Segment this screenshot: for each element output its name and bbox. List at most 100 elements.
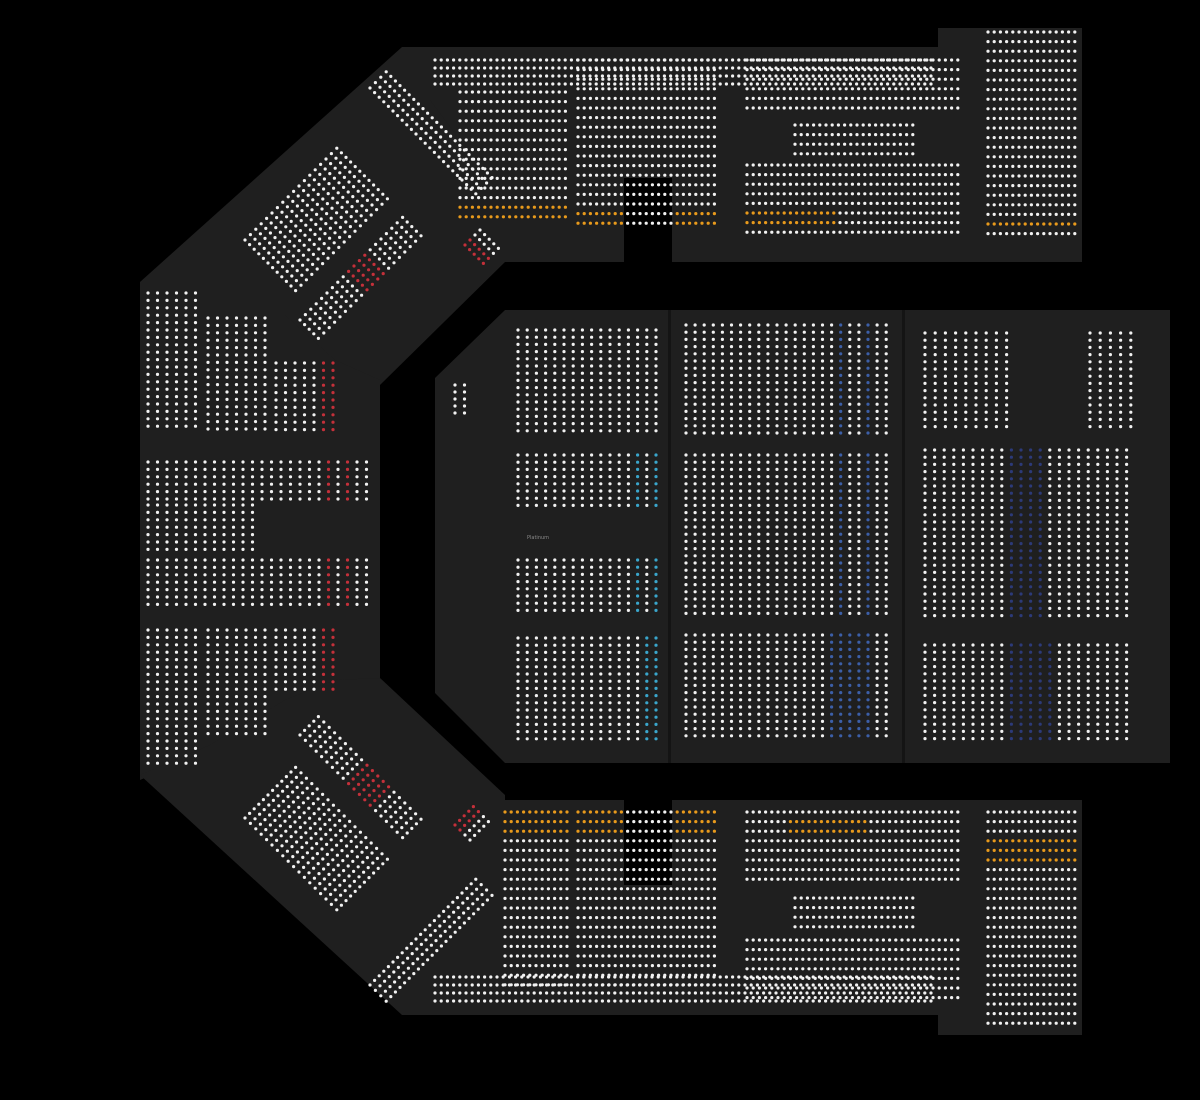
- circle-seat-icon[interactable]: [464, 205, 468, 209]
- circle-seat-icon[interactable]: [801, 192, 805, 196]
- circle-seat-icon[interactable]: [764, 848, 768, 853]
- circle-seat-icon[interactable]: [1042, 212, 1046, 216]
- circle-seat-icon[interactable]: [588, 144, 593, 148]
- circle-seat-icon[interactable]: [700, 964, 704, 968]
- circle-seat-icon[interactable]: [832, 868, 836, 872]
- circle-seat-icon[interactable]: [588, 173, 593, 177]
- circle-seat-icon[interactable]: [780, 999, 784, 1003]
- circle-seat-icon[interactable]: [600, 991, 605, 995]
- circle-seat-icon[interactable]: [1060, 839, 1064, 843]
- circle-seat-icon[interactable]: [193, 380, 198, 384]
- circle-seat-icon[interactable]: [1060, 145, 1064, 149]
- circle-seat-icon[interactable]: [1029, 68, 1033, 72]
- circle-seat-icon[interactable]: [626, 944, 630, 949]
- circle-seat-icon[interactable]: [830, 991, 834, 995]
- circle-seat-icon[interactable]: [576, 887, 580, 891]
- circle-seat-icon[interactable]: [986, 184, 990, 188]
- circle-seat-icon[interactable]: [625, 82, 629, 86]
- circle-seat-icon[interactable]: [894, 106, 898, 110]
- circle-seat-icon[interactable]: [489, 215, 493, 219]
- circle-seat-icon[interactable]: [768, 983, 772, 987]
- circle-seat-icon[interactable]: [900, 201, 904, 205]
- circle-seat-icon[interactable]: [174, 372, 179, 376]
- circle-seat-icon[interactable]: [293, 680, 297, 684]
- circle-seat-icon[interactable]: [619, 999, 623, 1003]
- circle-seat-icon[interactable]: [263, 353, 267, 357]
- circle-seat-icon[interactable]: [203, 573, 207, 577]
- circle-seat-icon[interactable]: [850, 839, 855, 843]
- circle-seat-icon[interactable]: [269, 467, 274, 471]
- circle-seat-icon[interactable]: [857, 986, 861, 990]
- circle-seat-icon[interactable]: [688, 916, 692, 920]
- circle-seat-icon[interactable]: [863, 96, 867, 100]
- circle-seat-icon[interactable]: [1067, 868, 1071, 872]
- circle-seat-icon[interactable]: [894, 938, 898, 942]
- circle-seat-icon[interactable]: [509, 925, 513, 929]
- circle-seat-icon[interactable]: [906, 858, 910, 862]
- circle-seat-icon[interactable]: [843, 123, 847, 127]
- circle-seat-icon[interactable]: [336, 595, 340, 599]
- circle-seat-icon[interactable]: [737, 66, 741, 70]
- circle-seat-icon[interactable]: [174, 588, 179, 592]
- circle-seat-icon[interactable]: [626, 106, 630, 110]
- circle-seat-icon[interactable]: [650, 74, 654, 78]
- circle-seat-icon[interactable]: [986, 68, 990, 72]
- circle-seat-icon[interactable]: [1029, 868, 1033, 872]
- circle-seat-icon[interactable]: [764, 868, 768, 872]
- circle-seat-icon[interactable]: [844, 211, 848, 215]
- circle-seat-icon[interactable]: [1029, 136, 1033, 140]
- circle-seat-icon[interactable]: [838, 820, 842, 824]
- circle-seat-icon[interactable]: [545, 100, 549, 104]
- circle-seat-icon[interactable]: [307, 482, 312, 486]
- circle-seat-icon[interactable]: [326, 565, 331, 570]
- circle-seat-icon[interactable]: [626, 964, 630, 968]
- circle-seat-icon[interactable]: [165, 365, 169, 369]
- circle-seat-icon[interactable]: [650, 906, 655, 910]
- circle-seat-icon[interactable]: [1073, 848, 1077, 853]
- circle-seat-icon[interactable]: [898, 142, 903, 146]
- circle-seat-icon[interactable]: [731, 82, 735, 86]
- circle-seat-icon[interactable]: [569, 58, 574, 62]
- circle-seat-icon[interactable]: [793, 123, 797, 127]
- circle-seat-icon[interactable]: [212, 602, 217, 607]
- circle-seat-icon[interactable]: [912, 986, 917, 990]
- circle-seat-icon[interactable]: [1029, 155, 1033, 159]
- circle-seat-icon[interactable]: [1054, 232, 1058, 236]
- circle-seat-icon[interactable]: [355, 573, 359, 577]
- circle-seat-icon[interactable]: [250, 595, 255, 599]
- circle-seat-icon[interactable]: [937, 106, 941, 110]
- circle-seat-icon[interactable]: [1054, 88, 1058, 92]
- circle-seat-icon[interactable]: [1042, 839, 1046, 843]
- circle-seat-icon[interactable]: [495, 90, 499, 94]
- circle-seat-icon[interactable]: [601, 829, 605, 833]
- circle-seat-icon[interactable]: [1060, 193, 1064, 197]
- circle-seat-icon[interactable]: [888, 201, 892, 205]
- circle-seat-icon[interactable]: [838, 221, 842, 225]
- circle-seat-icon[interactable]: [231, 595, 236, 599]
- circle-seat-icon[interactable]: [644, 154, 648, 158]
- circle-seat-icon[interactable]: [1060, 992, 1064, 997]
- circle-seat-icon[interactable]: [359, 214, 363, 218]
- circle-seat-icon[interactable]: [539, 100, 543, 104]
- circle-seat-icon[interactable]: [826, 868, 830, 872]
- circle-seat-icon[interactable]: [269, 580, 274, 584]
- circle-seat-icon[interactable]: [146, 558, 150, 562]
- circle-seat-icon[interactable]: [826, 192, 830, 196]
- circle-seat-icon[interactable]: [452, 58, 456, 62]
- circle-seat-icon[interactable]: [595, 964, 599, 968]
- circle-seat-icon[interactable]: [1017, 203, 1021, 207]
- circle-seat-icon[interactable]: [1017, 858, 1021, 862]
- circle-seat-icon[interactable]: [1054, 1012, 1058, 1016]
- circle-seat-icon[interactable]: [565, 964, 569, 968]
- circle-seat-icon[interactable]: [613, 925, 617, 929]
- circle-seat-icon[interactable]: [289, 284, 293, 288]
- circle-seat-icon[interactable]: [992, 887, 996, 891]
- circle-seat-icon[interactable]: [1017, 49, 1021, 53]
- circle-seat-icon[interactable]: [1023, 810, 1027, 814]
- circle-seat-icon[interactable]: [881, 957, 886, 961]
- circle-seat-icon[interactable]: [764, 877, 768, 881]
- circle-seat-icon[interactable]: [317, 475, 321, 479]
- circle-seat-icon[interactable]: [515, 925, 520, 929]
- circle-seat-icon[interactable]: [520, 991, 524, 995]
- circle-seat-icon[interactable]: [919, 68, 923, 72]
